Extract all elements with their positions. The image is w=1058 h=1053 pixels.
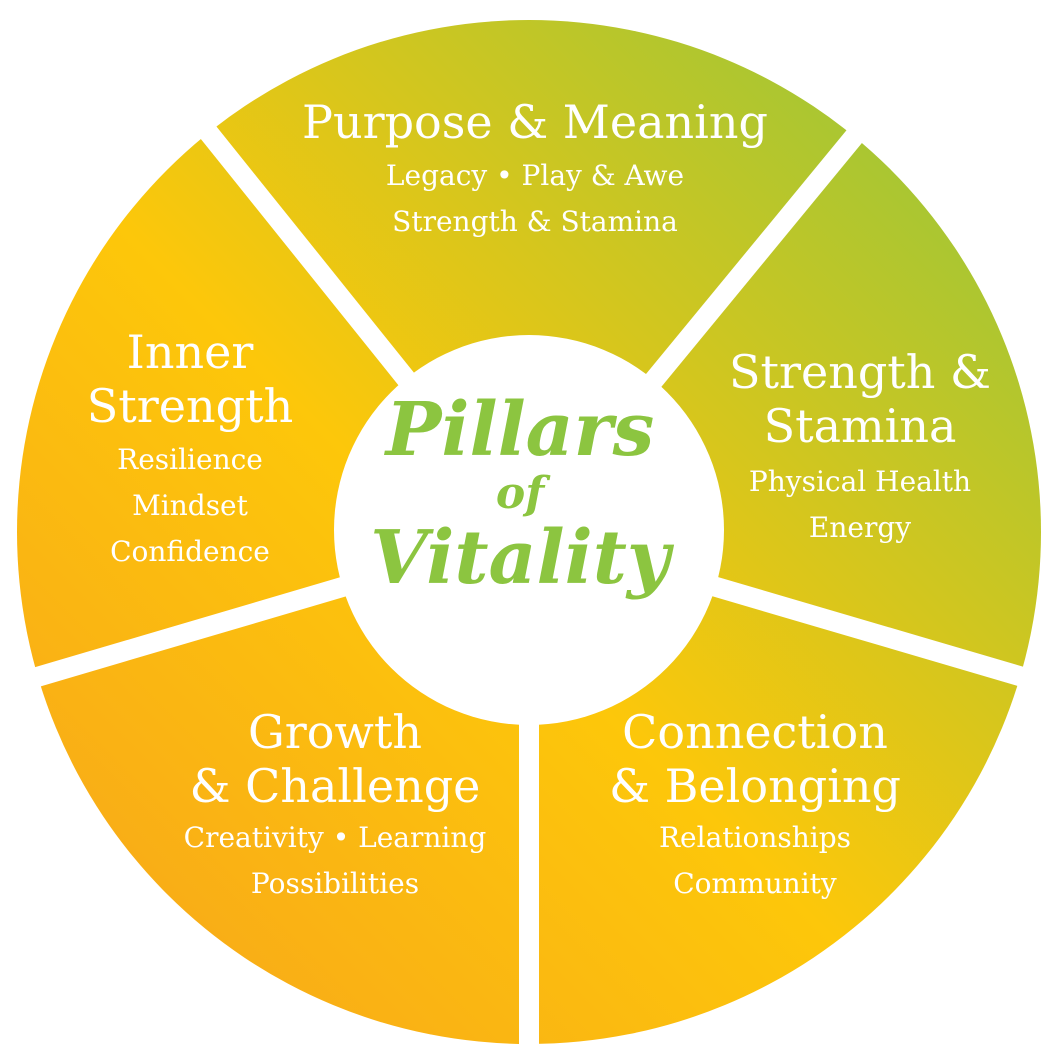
segment-subtitle: Relationships Community xyxy=(658,821,852,900)
center-title: Pillars of Vitality xyxy=(340,380,700,680)
segment-inner-strength: Inner Strength Resilience Mindset Confid… xyxy=(55,325,325,575)
segment-title: Growth & Challenge xyxy=(189,705,481,813)
segment-title: Connection & Belonging xyxy=(609,705,901,813)
segment-title: Purpose & Meaning xyxy=(302,95,768,149)
segment-dividers xyxy=(7,115,1053,1053)
segment-strength-stamina: Strength & Stamina Physical Health Energ… xyxy=(700,345,1020,551)
segment-connection-belonging: Connection & Belonging Relationships Com… xyxy=(570,705,940,907)
segment-title: Strength & Stamina xyxy=(729,345,991,453)
segment-subtitle: Physical Health Energy xyxy=(748,465,972,544)
segment-subtitle: Creativity • Learning Possibilities xyxy=(183,821,487,900)
segment-growth-challenge: Growth & Challenge Creativity • Learning… xyxy=(150,705,520,907)
center-title-line3: Vitality xyxy=(370,515,670,601)
segment-purpose-meaning: Purpose & Meaning Legacy • Play & Awe St… xyxy=(250,95,820,245)
segment-title: Inner Strength xyxy=(86,325,294,433)
segment-subtitle: Resilience Mindset Confidence xyxy=(110,443,270,568)
segment-subtitle: Legacy • Play & Awe Strength & Stamina xyxy=(385,159,685,238)
center-title-line2: of xyxy=(495,468,545,519)
center-circle xyxy=(334,335,724,725)
center-title-line1: Pillars xyxy=(385,387,655,473)
